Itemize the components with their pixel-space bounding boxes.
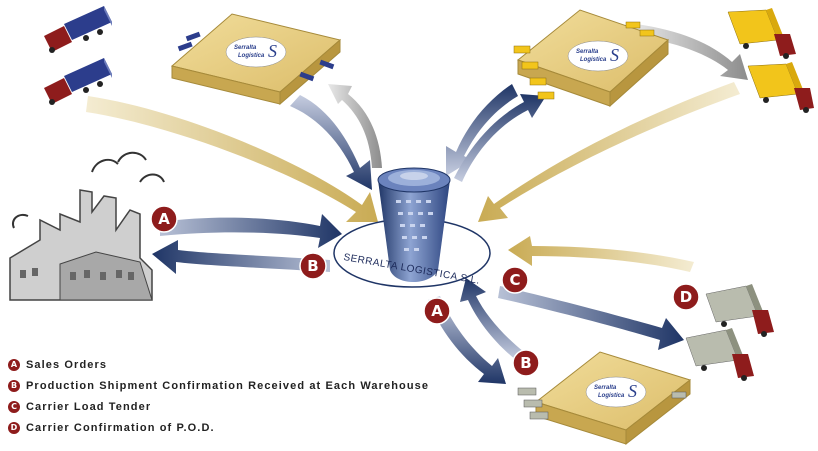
arrow-bottom-warehouse-to-hub [460, 278, 524, 360]
badge-d-carrier: D [672, 283, 700, 311]
warehouse-top-right: Serralta Logistica S [513, 9, 669, 108]
arrow-factory-to-hub [160, 214, 342, 248]
hub-headquarters: SERRALTA LOGISTICA S.L. [333, 167, 491, 288]
warehouse-bottom: Serralta Logistica S [517, 351, 692, 446]
warehouse-logo-mark: S [268, 41, 277, 61]
svg-text:B: B [520, 354, 531, 372]
arrow-top-left-trucks-to-hub [86, 96, 378, 222]
warehouse-logo-line1: Serralta [576, 49, 599, 55]
warehouse-logo-line1: Serralta [594, 385, 617, 391]
warehouse-logo-line2: Logistica [238, 53, 265, 59]
arrow-hub-to-top-warehouse [328, 84, 382, 168]
truck-yellow-1 [727, 8, 796, 59]
warehouse-logo-line1: Serralta [234, 45, 257, 51]
svg-text:B: B [307, 257, 318, 275]
arrow-gray-trucks-to-hub [508, 236, 694, 272]
svg-text:A: A [431, 302, 443, 320]
badge-c-carrier: C [501, 266, 529, 294]
truck-yellow-2 [747, 62, 814, 113]
svg-text:A: A [158, 210, 170, 228]
legend-text: Carrier Confirmation of P.O.D. [26, 421, 215, 434]
legend-item-carrier-pod: D Carrier Confirmation of P.O.D. [8, 417, 478, 438]
truck-gray-2 [685, 328, 754, 381]
svg-text:D: D [680, 288, 692, 306]
arrow-top-right-warehouse-to-hub [446, 84, 518, 176]
arrow-hub-to-gray-trucks [498, 286, 684, 350]
legend-badge: D [8, 421, 20, 434]
arrow-hub-to-factory [152, 240, 330, 274]
legend-text: Production Shipment Confirmation Receive… [26, 379, 430, 392]
warehouse-top-center: Serralta Logistica S [170, 13, 342, 106]
warehouse-logo-line2: Logistica [580, 57, 607, 63]
legend-badge: A [8, 358, 20, 371]
truck-gray-1 [705, 284, 774, 337]
badge-b-factory: B [299, 252, 327, 280]
warehouse-logo-mark: S [628, 381, 637, 401]
arrow-hub-to-top-right-warehouse [454, 94, 546, 182]
arrow-top-warehouse-to-hub [290, 95, 372, 190]
legend-item-sales-orders: A Sales Orders [8, 354, 478, 375]
truck-blue-1 [44, 6, 112, 53]
warehouse-logo-mark: S [610, 45, 619, 65]
legend-text: Carrier Load Tender [26, 400, 152, 413]
arrow-yellow-trucks-to-hub [478, 82, 740, 222]
truck-blue-2 [44, 58, 112, 105]
badge-a-factory: A [150, 205, 178, 233]
factory [9, 151, 165, 301]
legend: A Sales Orders B Production Shipment Con… [8, 354, 478, 438]
legend-item-production-shipment: B Production Shipment Confirmation Recei… [8, 375, 478, 396]
badge-a-warehouse: A [423, 297, 451, 325]
warehouse-logo-line2: Logistica [598, 393, 625, 399]
legend-text: Sales Orders [26, 358, 108, 371]
badge-b-warehouse: B [512, 349, 540, 377]
svg-text:C: C [509, 271, 520, 289]
legend-badge: C [8, 400, 20, 413]
legend-item-carrier-load-tender: C Carrier Load Tender [8, 396, 478, 417]
legend-badge: B [8, 379, 20, 392]
